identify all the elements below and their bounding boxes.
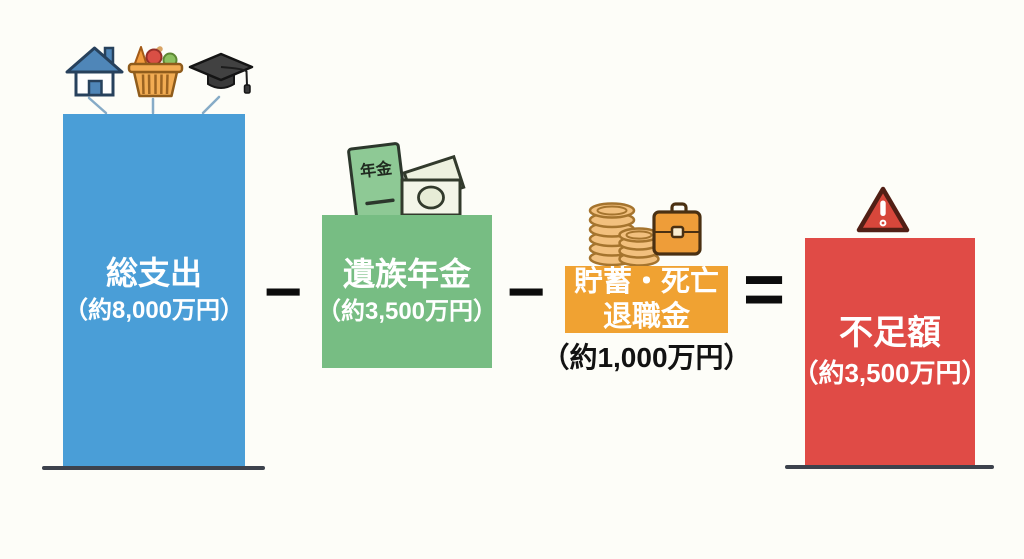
minus-operator-2: − bbox=[491, 253, 561, 329]
pension-book-label: 年金 bbox=[359, 158, 394, 181]
briefcase-icon bbox=[652, 202, 702, 256]
shortfall-bar: 不足額 （約3,500万円） bbox=[792, 238, 988, 465]
warning-icon bbox=[856, 186, 910, 233]
coin-stacks-icon bbox=[588, 202, 660, 267]
equals-glyph: = bbox=[742, 250, 786, 330]
house-icon bbox=[65, 46, 124, 97]
savings-label-line2: 退職金 bbox=[602, 300, 690, 333]
minus-glyph: − bbox=[263, 254, 303, 328]
shortfall-value: （約3,500万円） bbox=[792, 358, 988, 389]
pension-book-icon: 年金 bbox=[347, 142, 409, 226]
minus-operator-1: − bbox=[248, 253, 318, 329]
pension-icons: 年金 bbox=[347, 142, 466, 226]
expenses-baseline bbox=[42, 466, 265, 470]
survivor-pension-value: （約3,500万円） bbox=[316, 298, 498, 326]
shortfall-baseline bbox=[785, 465, 994, 469]
savings-death-benefit-box: 貯蓄・死亡 退職金 bbox=[565, 266, 728, 333]
banknotes-icon bbox=[400, 154, 466, 217]
grocery-basket-icon bbox=[127, 46, 184, 98]
savings-icons bbox=[588, 202, 702, 267]
total-expenses-label: 総支出 bbox=[105, 254, 202, 291]
savings-death-benefit-value: （約1,000万円） bbox=[541, 342, 752, 373]
savings-label-line1: 貯蓄・死亡 bbox=[573, 266, 719, 299]
equals-operator: = bbox=[726, 250, 802, 330]
survivor-pension-box: 遺族年金 （約3,500万円） bbox=[317, 215, 497, 368]
survivor-pension-label: 遺族年金 bbox=[342, 256, 471, 293]
shortfall-label: 不足額 bbox=[839, 314, 941, 352]
total-expenses-bar: 総支出 （約8,000万円） bbox=[63, 114, 245, 466]
minus-glyph: − bbox=[506, 254, 546, 328]
graduation-cap-icon bbox=[188, 52, 254, 94]
total-expenses-value: （約8,000万円） bbox=[63, 296, 245, 324]
